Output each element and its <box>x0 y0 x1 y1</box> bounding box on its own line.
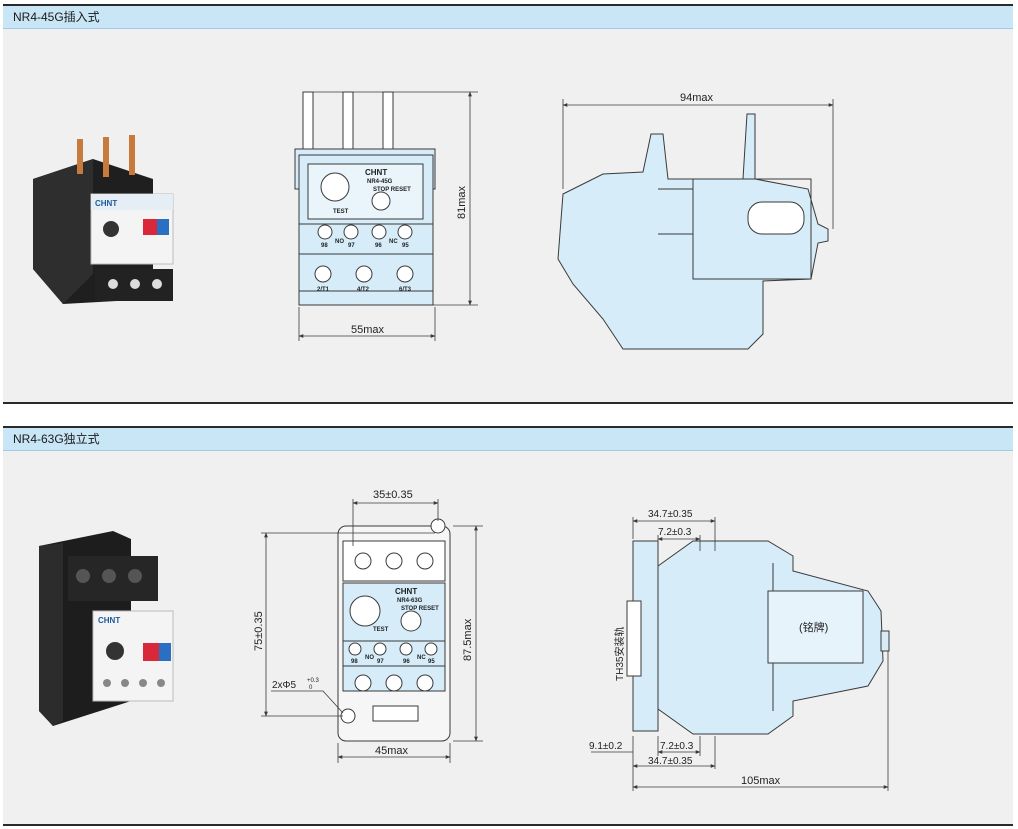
terminal-label: 2/T1 <box>317 287 330 293</box>
front-width-dim-2: 45max <box>375 745 409 757</box>
side-dim-top-inner: 7.2±0.3 <box>658 527 692 538</box>
section-1-drawings: CHNT <box>33 91 834 350</box>
terminal-label: 98 <box>321 243 328 249</box>
front-height-dim-left: 75±0.35 <box>253 611 265 651</box>
section-nr4-45g: NR4-45G插入式 CHNT <box>3 4 1013 404</box>
terminal-label: NO <box>365 655 374 661</box>
terminal-label: 95 <box>428 659 435 665</box>
side-width-dim: 94max <box>680 92 714 104</box>
side-dim-bottom-outer: 34.7±0.35 <box>648 756 693 767</box>
terminal-label: 96 <box>375 243 382 249</box>
side-view-nr4-45g <box>557 113 829 350</box>
front-dimensions-2 <box>261 499 483 763</box>
front-model-1: NR4-45G <box>367 179 393 185</box>
terminal-label: 97 <box>348 243 355 249</box>
front-brand-2: CHNT <box>395 587 417 596</box>
hole-tol-upper: +0.3 <box>307 678 320 684</box>
terminal-label: 98 <box>351 659 358 665</box>
front-stop-reset-1: STOP RESET <box>373 187 411 193</box>
product-photo-nr4-63g: CHNT <box>39 531 174 726</box>
terminal-label: 4/T2 <box>357 287 370 293</box>
front-stop-reset-2: STOP RESET <box>401 606 439 612</box>
front-model-2: NR4-63G <box>397 598 423 604</box>
front-test-2: TEST <box>373 627 389 633</box>
side-dimensions-1 <box>562 99 834 229</box>
nameplate-label: (铭牌) <box>799 620 828 634</box>
front-brand-1: CHNT <box>365 168 387 177</box>
terminal-label: NC <box>389 239 398 245</box>
front-dimensions-1 <box>298 91 478 341</box>
front-height-dim-right: 87.5max <box>462 618 474 661</box>
side-dim-left: 9.1±0.2 <box>589 741 623 752</box>
hole-label: 2xΦ5 <box>272 680 297 691</box>
terminal-label: NO <box>335 239 344 245</box>
section-title: NR4-63G独立式 <box>3 428 1013 451</box>
side-dimensions-2 <box>591 517 889 791</box>
terminal-label: 96 <box>403 659 410 665</box>
hole-tol-lower: 0 <box>309 685 313 691</box>
section-title: NR4-45G插入式 <box>3 6 1013 29</box>
side-width-dim-2: 105max <box>741 775 781 787</box>
section-nr4-63g: NR4-63G独立式 CHNT <box>3 426 1013 826</box>
section-2-drawings: CHNT <box>39 489 890 791</box>
terminal-label: 6/T3 <box>399 287 412 293</box>
terminal-label: NC <box>417 655 426 661</box>
terminal-label: 95 <box>402 243 409 249</box>
front-view-nr4-63g <box>337 518 451 742</box>
terminal-label: 97 <box>377 659 384 665</box>
front-view-nr4-45g <box>294 91 436 306</box>
photo-brand-1: CHNT <box>95 199 117 208</box>
front-width-dim: 55max <box>351 324 385 336</box>
front-height-dim: 81max <box>456 185 468 219</box>
side-dim-top-outer: 34.7±0.35 <box>648 509 693 520</box>
photo-brand-2: CHNT <box>98 616 120 625</box>
product-photo-nr4-45g: CHNT <box>33 135 174 304</box>
side-view-nr4-63g <box>626 540 890 735</box>
side-dim-bottom-inner: 7.2±0.3 <box>660 741 694 752</box>
front-top-dim: 35±0.35 <box>373 489 413 501</box>
front-test-1: TEST <box>333 209 349 215</box>
rail-label: TH35安装轨 <box>613 627 626 681</box>
